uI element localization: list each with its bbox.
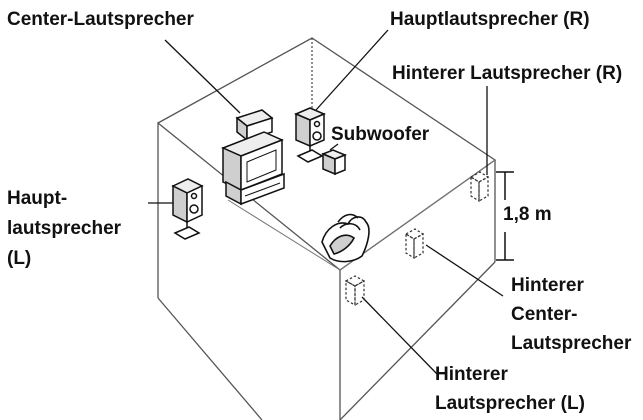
pointer-subwoofer: [329, 143, 339, 151]
room-floor-inner-edges: [227, 159, 496, 271]
label-front-right-speaker: Hauptlautsprecher (R): [390, 9, 590, 30]
label-subwoofer: Subwoofer: [331, 124, 430, 145]
rear-center-speaker-icon: [404, 228, 425, 260]
tv-icon: [221, 131, 285, 206]
label-front-left-line3: (L): [7, 248, 32, 269]
label-rear-left-line2: Lautsprecher (L): [435, 393, 585, 414]
label-rear-center-line3: Lautsprecher: [511, 333, 632, 354]
pointer-rear-left: [361, 296, 439, 376]
room-floor-edge-left: [157, 297, 263, 420]
center-speaker-icon: [235, 109, 274, 142]
label-height: 1,8 m: [503, 204, 552, 225]
rear-left-speaker-icon: [344, 275, 366, 307]
subwoofer-icon: [321, 149, 347, 176]
pointer-rear-center: [425, 244, 504, 297]
label-rear-center-line2: Center-: [511, 304, 578, 325]
height-indicator: [496, 171, 514, 261]
label-front-left-line2: lautsprecher: [7, 218, 122, 239]
front-right-speaker-icon: [294, 107, 326, 163]
pointer-center: [164, 39, 241, 114]
room-box: [156, 37, 497, 420]
room-floor-edge-right: [339, 261, 496, 420]
front-left-speaker-icon: [171, 178, 204, 240]
label-rear-left-line1: Hinterer: [435, 364, 508, 385]
label-center-speaker: Center-Lautsprecher: [7, 9, 194, 30]
label-front-left-line1: Haupt-: [7, 188, 68, 209]
pointer-front-right: [315, 29, 389, 111]
label-rear-right-speaker: Hinterer Lautsprecher (R): [392, 63, 623, 84]
armchair-icon: [321, 213, 370, 263]
rear-right-speaker-icon: [469, 171, 490, 203]
label-rear-center-line1: Hinterer: [511, 275, 584, 296]
